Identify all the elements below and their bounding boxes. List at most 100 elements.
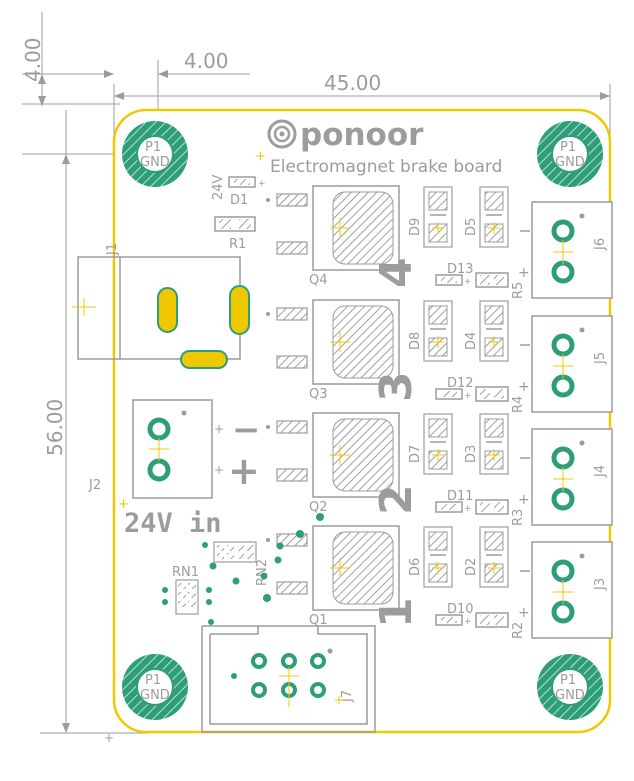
- label-j1: J1: [105, 243, 120, 256]
- ponoor-logo: ponoor: [267, 117, 424, 153]
- label-q4: Q4: [309, 273, 328, 288]
- label-d2: D2: [464, 558, 479, 576]
- resistor-r4: [475, 386, 509, 402]
- diode-d9: [423, 186, 453, 248]
- svg-text:+: +: [518, 379, 530, 395]
- power-input-label: 24V in: [124, 508, 222, 539]
- dimension-height: 56.00: [43, 399, 67, 456]
- led-d13: +: [435, 274, 472, 287]
- label-q2: Q2: [309, 500, 328, 515]
- svg-text:+: +: [214, 422, 224, 436]
- label-j6: J6: [593, 238, 608, 251]
- svg-text:+: +: [518, 492, 530, 508]
- hole-label-p1: P1: [145, 140, 161, 155]
- label-d6: D6: [408, 558, 423, 576]
- diode-d2: [479, 526, 509, 588]
- hole-label-p1: P1: [560, 673, 576, 688]
- mounting-hole-top-left: P1 GND: [122, 121, 188, 187]
- connector-j5: +: [518, 315, 613, 413]
- label-rn1: RN1: [172, 565, 199, 580]
- svg-text:+: +: [464, 277, 472, 287]
- mounting-hole-bottom-left: P1 GND: [122, 654, 188, 720]
- label-r5: R5: [511, 282, 526, 299]
- label-d8: D8: [408, 332, 423, 350]
- connector-j1: [72, 256, 250, 369]
- svg-text:+: +: [464, 391, 472, 401]
- board-title: Electromagnet brake board: [270, 157, 502, 177]
- connector-j4: +: [518, 428, 613, 526]
- ponoor-logo-icon: [267, 119, 297, 149]
- hole-label-gnd: GND: [140, 155, 170, 170]
- led-d11: +: [435, 501, 472, 514]
- vias: [162, 513, 324, 679]
- diode-d7: [423, 413, 453, 475]
- channel-number-3: 3: [371, 371, 422, 402]
- mounting-hole-bottom-right: P1 GND: [537, 654, 603, 720]
- label-d9: D9: [408, 218, 423, 236]
- connector-j7: [201, 625, 376, 733]
- dimension-top-offset: 4.00: [21, 37, 45, 82]
- led-d12: +: [435, 388, 472, 401]
- label-j5: J5: [593, 352, 608, 365]
- ponoor-logo-text: ponoor: [300, 117, 424, 153]
- channel-number-2: 2: [371, 484, 422, 515]
- resistor-network-rn2: [213, 541, 257, 563]
- mosfet-q2: [266, 412, 400, 498]
- resistor-r5: [475, 272, 509, 288]
- voltage-label-small: 24V: [211, 174, 226, 200]
- label-d10: D10: [447, 602, 474, 617]
- resistor-r1: [214, 216, 256, 232]
- j2-marker: +: [118, 497, 129, 512]
- label-d12: D12: [447, 376, 474, 391]
- origin-marker: +: [104, 731, 114, 745]
- hole-label-gnd: GND: [555, 688, 585, 703]
- svg-text:+: +: [214, 463, 224, 477]
- label-r1: R1: [229, 237, 246, 252]
- dimension-left-offset: 4.00: [184, 49, 229, 73]
- label-d3: D3: [464, 445, 479, 463]
- diode-d4: [479, 300, 509, 362]
- label-d1: D1: [230, 193, 248, 208]
- dimension-width: 45.00: [324, 71, 381, 95]
- label-r4: R4: [511, 396, 526, 413]
- label-rn2: RN2: [255, 559, 270, 586]
- svg-text:+: +: [464, 617, 472, 627]
- diode-d6: [423, 526, 453, 588]
- hole-label-gnd: GND: [140, 688, 170, 703]
- led-d10: +: [435, 614, 472, 627]
- power-minus-sign: −: [232, 410, 261, 450]
- label-j3: J3: [593, 578, 608, 591]
- diode-d5: [479, 186, 509, 248]
- label-j4: J4: [593, 465, 608, 478]
- svg-text:+: +: [518, 605, 530, 621]
- hole-label-gnd: GND: [555, 155, 585, 170]
- channel-number-1: 1: [371, 597, 422, 628]
- label-r2: R2: [511, 622, 526, 639]
- channel-number-4: 4: [371, 257, 422, 288]
- hole-label-p1: P1: [560, 140, 576, 155]
- resistor-r3: [475, 499, 509, 515]
- connector-j6: +: [518, 201, 613, 299]
- led-d1: +: [228, 176, 266, 189]
- label-j7: J7: [340, 690, 355, 703]
- label-d11: D11: [447, 489, 474, 504]
- label-d4: D4: [464, 332, 479, 350]
- mounting-hole-top-right: P1 GND: [537, 121, 603, 187]
- label-j2: J2: [88, 478, 101, 493]
- label-q1: Q1: [309, 613, 328, 628]
- mosfet-q4: [266, 185, 400, 271]
- svg-text:+: +: [258, 179, 266, 189]
- connector-j2: + +: [132, 399, 224, 499]
- resistor-network-rn1: [175, 579, 199, 615]
- dimension-arrows: [38, 70, 610, 733]
- label-r3: R3: [511, 509, 526, 526]
- label-d5: D5: [464, 218, 479, 236]
- resistor-r2: [475, 612, 509, 628]
- connector-j3: +: [518, 541, 613, 639]
- svg-text:+: +: [464, 504, 472, 514]
